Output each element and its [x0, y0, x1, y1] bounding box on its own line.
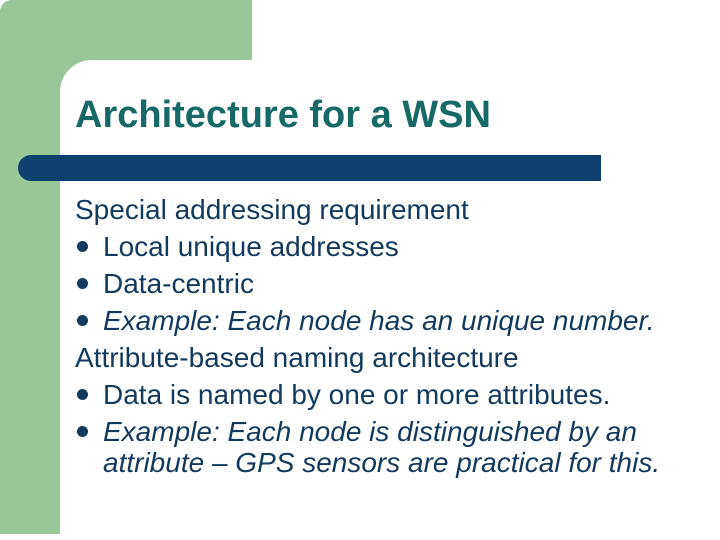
- list-item: Data-centric: [75, 268, 678, 299]
- bullet-icon: [77, 426, 88, 437]
- list-item-text: Example: Each node has an unique number.: [103, 305, 655, 336]
- list-item-text: Example: Each node is distinguished by a…: [103, 416, 661, 478]
- green-sidebar: [0, 0, 60, 534]
- title-underline-bar: [18, 155, 601, 181]
- body-line-text: Special addressing requirement: [75, 194, 469, 225]
- body-text-block: Special addressing requirement Local uni…: [75, 194, 678, 484]
- bullet-icon: [77, 241, 88, 252]
- list-item-text: Data is named by one or more attributes.: [103, 379, 611, 410]
- bullet-icon: [77, 389, 88, 400]
- list-item: Local unique addresses: [75, 231, 678, 262]
- list-item: Example: Each node is distinguished by a…: [75, 416, 678, 478]
- content-panel: [60, 60, 720, 540]
- body-line-heading: Special addressing requirement: [75, 194, 678, 225]
- body-line-heading: Attribute-based naming architecture: [75, 342, 678, 373]
- bullet-icon: [77, 315, 88, 326]
- list-item-text: Local unique addresses: [103, 231, 399, 262]
- slide-title: Architecture for a WSN: [75, 94, 491, 136]
- list-item: Example: Each node has an unique number.: [75, 305, 678, 336]
- bullet-icon: [77, 278, 88, 289]
- body-line-text: Attribute-based naming architecture: [75, 342, 519, 373]
- list-item-text: Data-centric: [103, 268, 254, 299]
- list-item: Data is named by one or more attributes.: [75, 379, 678, 410]
